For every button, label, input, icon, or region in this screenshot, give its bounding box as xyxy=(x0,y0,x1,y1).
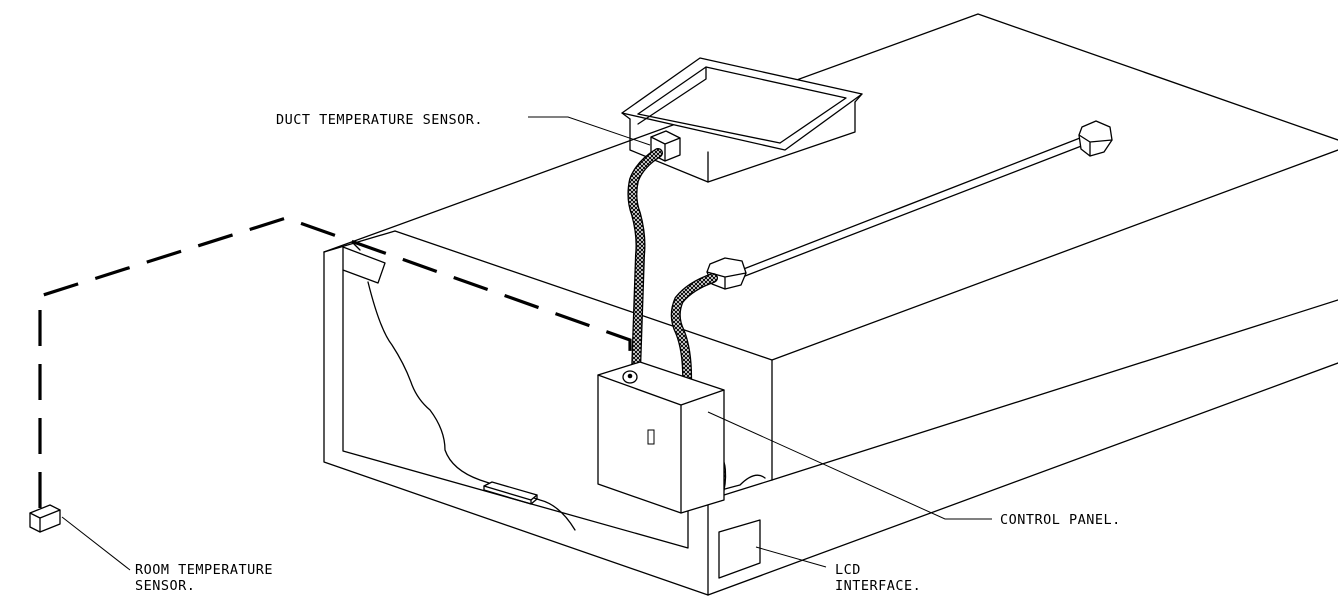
control-panel-label: CONTROL PANEL. xyxy=(1000,512,1121,528)
room-temperature-sensor-label-line1: ROOM TEMPERATURE xyxy=(135,562,273,578)
lcd-interface-label-line1: LCD xyxy=(835,562,861,578)
supply-duct xyxy=(621,57,863,183)
lcd-interface xyxy=(718,519,761,579)
leader-lines xyxy=(61,116,992,571)
room-sensor-wiring xyxy=(38,216,632,508)
floor-grille xyxy=(483,481,538,505)
room-temperature-sensor-label-line2: SENSOR. xyxy=(135,578,195,594)
room-temperature-sensor xyxy=(29,504,61,533)
control-panel xyxy=(597,361,725,514)
duct-temperature-sensor-label: DUCT TEMPERATURE SENSOR. xyxy=(276,112,483,128)
lcd-interface-label-line2: INTERFACE. xyxy=(835,578,921,594)
